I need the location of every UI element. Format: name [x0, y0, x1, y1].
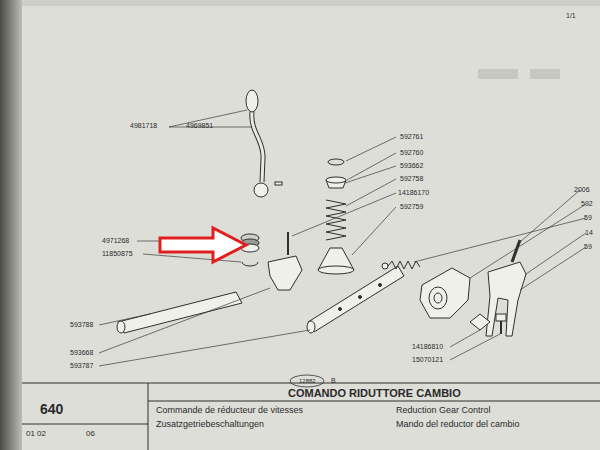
part-number: 592761 — [400, 133, 423, 141]
revision-code: 01 02 — [26, 430, 46, 439]
title-translation: Reduction Gear Control — [396, 406, 491, 416]
part-number: 593662 — [400, 162, 423, 170]
title-translation: Zusatzgetriebeschaltungen — [156, 420, 264, 430]
part-number: 4971268 — [102, 237, 129, 245]
part-number: 2006 — [574, 186, 590, 194]
figure-number: 12882 — [299, 378, 316, 385]
part-number: 4969851 — [186, 122, 213, 130]
title-translation: Commande de réducteur de vitesses — [156, 406, 303, 416]
group-number: 640 — [40, 402, 63, 417]
part-number: 4981718 — [130, 122, 157, 130]
part-number: 593787 — [70, 362, 93, 370]
revision-code: 06 — [86, 430, 95, 439]
figure-letter: B — [331, 377, 336, 385]
part-number: 592758 — [400, 175, 423, 183]
part-number: 14 — [585, 229, 593, 237]
part-number: 592 — [581, 200, 593, 208]
part-number: 592760 — [400, 149, 423, 157]
part-number: 59 — [584, 214, 592, 222]
part-number: 11850875 — [102, 250, 133, 258]
part-number: 593788 — [70, 321, 93, 329]
part-number: 14186810 — [412, 343, 443, 351]
page-title: COMANDO RIDUTTORE CAMBIO — [288, 387, 461, 399]
part-number: 14186170 — [398, 189, 429, 197]
page-number: 1/1 — [566, 12, 576, 20]
part-number: 59 — [584, 243, 592, 251]
part-number: 15070121 — [412, 356, 443, 364]
part-number: 592759 — [400, 203, 423, 211]
part-number: 593668 — [70, 349, 93, 357]
title-translation: Mando del reductor del cambio — [396, 420, 520, 430]
